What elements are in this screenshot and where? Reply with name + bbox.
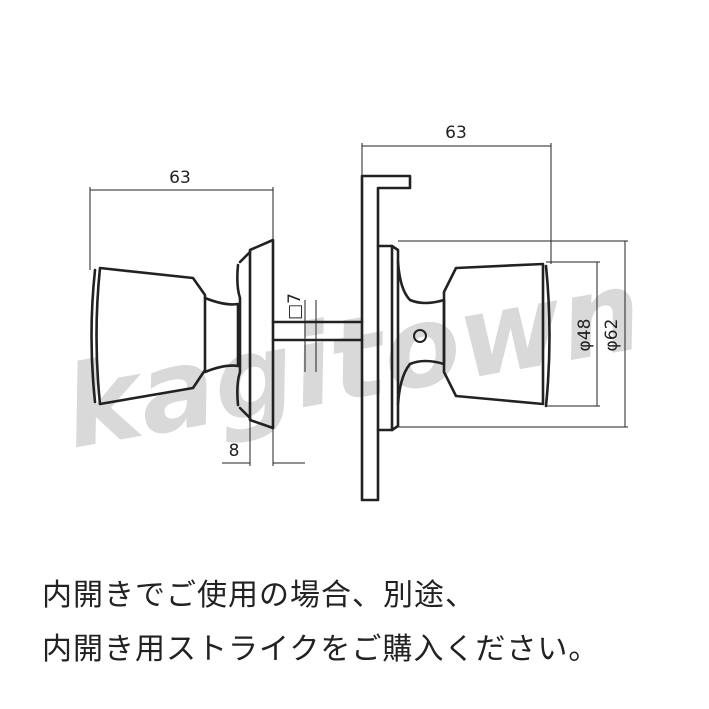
watermark: kagitown	[55, 245, 651, 474]
caption-line-1: 内開きでご使用の場合、別途、	[42, 578, 476, 613]
dim-phi62-lines	[398, 240, 628, 428]
dim-left-width-lines	[89, 187, 274, 270]
dim-spindle-lines	[304, 300, 317, 372]
dim-phi48-lines	[546, 261, 600, 407]
dim-rose-thickness-label: 8	[229, 441, 240, 461]
dim-rose-thickness-lines	[222, 420, 305, 466]
dim-phi48-label: φ48	[575, 319, 595, 352]
dim-right-width-label: 63	[445, 123, 467, 143]
dim-spindle-label: □7	[285, 293, 305, 320]
dim-right-width-lines	[361, 143, 552, 264]
keyhole-icon	[413, 329, 427, 343]
right-knob	[396, 260, 551, 408]
left-knob	[90, 263, 242, 407]
caption-line-2: 内開き用ストライクをご購入ください。	[42, 632, 600, 667]
dim-left-width-label: 63	[169, 168, 191, 188]
spindle	[271, 320, 364, 342]
dim-phi62-label: φ62	[602, 319, 622, 352]
